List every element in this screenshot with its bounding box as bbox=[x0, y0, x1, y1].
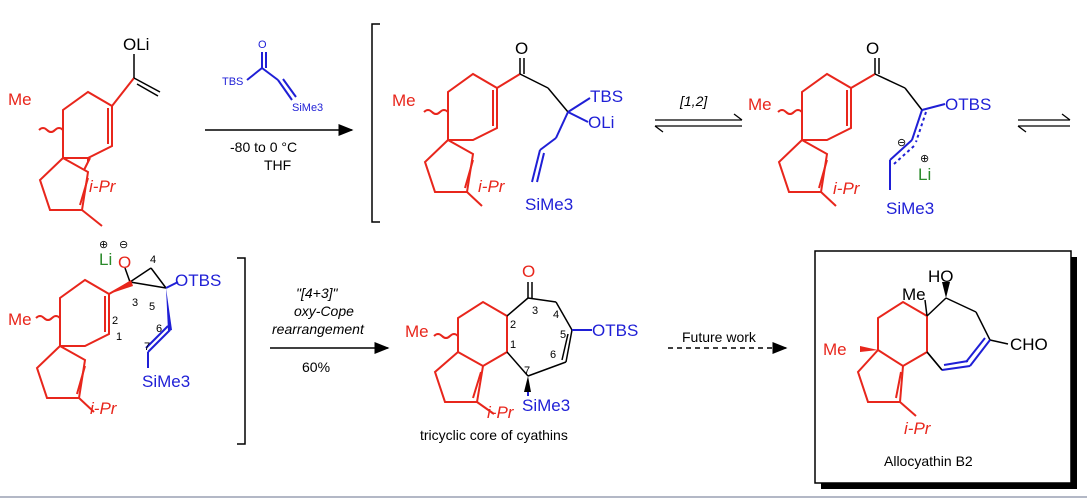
core-position-3: 3 bbox=[532, 305, 538, 317]
isopropyl-label-5: i-Pr bbox=[487, 403, 515, 422]
conditions-rearrangement: rearrangement bbox=[272, 321, 365, 337]
conditions-temp: -80 to 0 °C bbox=[230, 139, 297, 155]
otbs-label-4: OTBS bbox=[175, 271, 221, 290]
position-3-label: 3 bbox=[132, 297, 138, 309]
isopropyl-label-6: i-Pr bbox=[904, 419, 932, 438]
methyl-label-4: Me bbox=[8, 310, 32, 329]
isopropyl-label-3: i-Pr bbox=[833, 179, 861, 198]
reagent-tbs-label: TBS bbox=[222, 76, 243, 88]
step-12-label: [1,2] bbox=[679, 93, 708, 109]
sime3-label-4: SiMe3 bbox=[142, 372, 190, 391]
equilibrium-arrow-2 bbox=[1017, 113, 1071, 133]
core-position-6: 6 bbox=[550, 349, 556, 361]
position-2-label: 2 bbox=[112, 315, 118, 327]
methyl-label-3: Me bbox=[748, 95, 772, 114]
isopropyl-label-2: i-Pr bbox=[478, 177, 506, 196]
core-position-5: 5 bbox=[560, 329, 566, 341]
ketone-oxygen-label-5: O bbox=[522, 262, 535, 281]
minus-charge-4: ⊖ bbox=[119, 239, 128, 251]
otbs-label-5: OTBS bbox=[592, 321, 638, 340]
aldehyde-label: CHO bbox=[1010, 335, 1048, 354]
lithium-label-4: Li bbox=[99, 250, 112, 269]
future-work-label: Future work bbox=[682, 329, 757, 345]
molecule-2-alkoxide: O TBS OLi Me i-Pr SiMe3 bbox=[392, 39, 623, 214]
plus-charge-3: ⊕ bbox=[920, 153, 929, 165]
allocyathin-box bbox=[814, 250, 1072, 484]
minus-charge-3: ⊖ bbox=[897, 137, 906, 149]
core-position-1: 1 bbox=[510, 339, 516, 351]
caption-tricyclic-core: tricyclic core of cyathins bbox=[420, 427, 568, 443]
methyl-wedge-6 bbox=[860, 346, 878, 352]
molecule-3-allenolate: O OTBS Me Li ⊖ ⊕ i-Pr SiMe3 bbox=[748, 39, 991, 218]
wedge-bond-3 bbox=[109, 280, 133, 294]
reagent-ynone: TBS O SiMe3 bbox=[222, 39, 323, 114]
sime3-label-2: SiMe3 bbox=[525, 195, 573, 214]
isopropyl-label-4: i-Pr bbox=[90, 399, 118, 418]
ketone-oxygen-label-3: O bbox=[866, 39, 879, 58]
methyl-label-6: Me bbox=[823, 340, 847, 359]
conditions-solvent: THF bbox=[264, 157, 291, 173]
isopropyl-label: i-Pr bbox=[89, 177, 117, 196]
wedge-bond-7 bbox=[524, 376, 531, 392]
lithium-label-3: Li bbox=[918, 165, 931, 184]
sime3-label-5: SiMe3 bbox=[522, 396, 570, 415]
tbs-label: TBS bbox=[590, 87, 623, 106]
molecule-6-allocyathin: HO Me Me CHO i-Pr Allocyathin B2 bbox=[823, 267, 1048, 469]
position-5-label: 5 bbox=[149, 301, 155, 313]
molecule-5-tricyclic-core: O OTBS Me i-Pr SiMe3 1 2 3 4 5 6 7 tricy… bbox=[405, 262, 638, 443]
reagent-oxygen-label: O bbox=[258, 39, 267, 51]
methyl-label-2: Me bbox=[392, 91, 416, 110]
molecule-4-cyclopropoxide: Li ⊕ ⊖ O OTBS Me i-Pr SiMe3 1 2 3 4 5 6 … bbox=[8, 239, 221, 418]
molecule-1-enolate: OLi Me i-Pr bbox=[8, 35, 161, 227]
bracket-right bbox=[237, 257, 246, 445]
otbs-label-3: OTBS bbox=[945, 95, 991, 114]
core-position-2: 2 bbox=[510, 319, 516, 331]
alkoxide-oxygen-label-4: O bbox=[118, 253, 131, 272]
angular-methyl-label: Me bbox=[902, 285, 926, 304]
conditions-oxycope: oxy-Cope bbox=[294, 303, 354, 319]
hydroxyl-label: HO bbox=[928, 267, 954, 286]
oli-label: OLi bbox=[123, 35, 149, 54]
caption-allocyathin: Allocyathin B2 bbox=[884, 453, 973, 469]
methyl-label-5: Me bbox=[405, 322, 429, 341]
hydroxyl-wedge-6 bbox=[942, 282, 950, 298]
plus-charge-4: ⊕ bbox=[99, 239, 108, 251]
equilibrium-arrow-1 bbox=[654, 113, 743, 133]
position-6-label: 6 bbox=[156, 323, 162, 335]
conditions-43: "[4+3]" bbox=[296, 285, 338, 301]
position-4-label: 4 bbox=[150, 254, 156, 266]
position-1-label: 1 bbox=[116, 331, 122, 343]
bracket-left bbox=[371, 23, 380, 223]
position-7-label: 7 bbox=[144, 341, 150, 353]
ketone-oxygen-label: O bbox=[515, 39, 528, 58]
oli-label-2: OLi bbox=[588, 113, 614, 132]
sime3-label-3: SiMe3 bbox=[886, 199, 934, 218]
reagent-sime3-label: SiMe3 bbox=[292, 102, 323, 114]
core-position-7: 7 bbox=[524, 365, 530, 377]
methyl-label: Me bbox=[8, 90, 32, 109]
conditions-yield: 60% bbox=[302, 359, 330, 375]
core-position-4: 4 bbox=[553, 309, 559, 321]
